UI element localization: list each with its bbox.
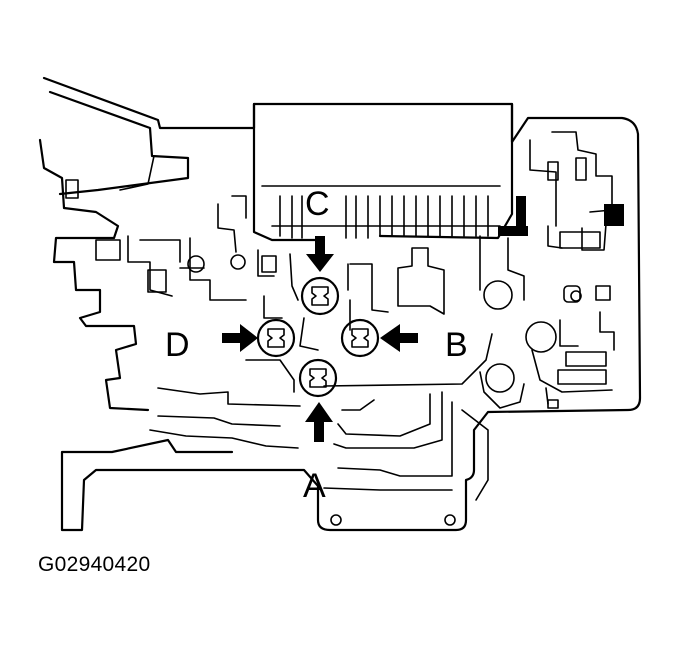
arrow-a-icon — [305, 402, 333, 442]
valve-body-outline — [38, 76, 642, 532]
callout-d: D — [165, 326, 190, 364]
bores — [187, 254, 582, 526]
check-ball-c — [300, 276, 340, 316]
arrow-d-icon — [222, 324, 258, 352]
internal-passages — [127, 131, 621, 501]
solenoid-housing — [252, 102, 514, 242]
check-ball-d — [256, 318, 296, 358]
callout-c: C — [305, 185, 330, 223]
callout-a: A — [303, 467, 326, 505]
callout-b: B — [445, 326, 468, 364]
arrow-c-icon — [306, 236, 334, 272]
figure-id-code: G02940420 — [38, 553, 151, 576]
arrow-b-icon — [380, 324, 418, 352]
check-ball-a — [298, 358, 338, 398]
check-ball-b — [340, 318, 380, 358]
ports — [65, 157, 624, 409]
